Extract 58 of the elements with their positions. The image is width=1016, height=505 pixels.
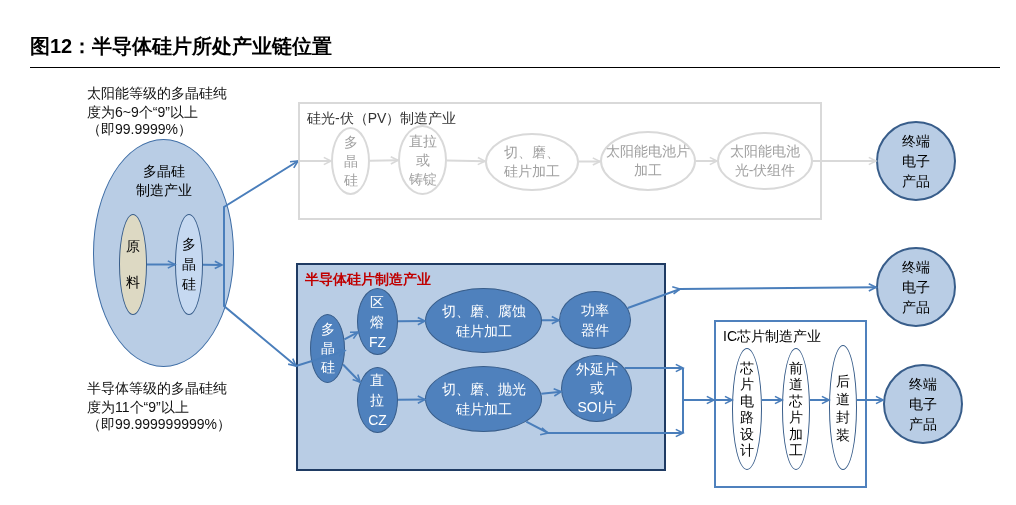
industry-panel <box>714 320 867 488</box>
industry-panel <box>298 102 822 220</box>
arrow <box>760 395 784 405</box>
arrow <box>812 156 877 166</box>
panel-title: 半导体硅片制造产业 <box>305 270 431 288</box>
node-label: 前道芯片加工 <box>789 359 803 459</box>
node-label: 外延片或SOI片 <box>575 360 618 417</box>
arrow <box>343 331 360 341</box>
node-label: 芯片电路设计 <box>740 359 754 459</box>
node-label: 太阳能电池片加工 <box>606 142 690 180</box>
arrow <box>297 156 332 166</box>
node-label: 切、磨、腐蚀硅片加工 <box>441 301 526 341</box>
diagram-title: 图12：半导体硅片所处产业链位置 <box>30 34 333 58</box>
node-label: 原料 <box>125 237 140 292</box>
node-label: 多晶硅 <box>320 320 335 377</box>
node-title: 多晶硅制造产业 <box>135 162 192 200</box>
arrow <box>695 156 718 166</box>
panel-title: 硅光-伏（PV）制造产业 <box>307 109 457 127</box>
arrow <box>397 395 426 405</box>
node-label: 太阳能电池光-伏组件 <box>730 142 800 180</box>
arrow <box>808 395 831 405</box>
arrow <box>623 363 684 373</box>
arrow <box>202 260 223 270</box>
node-label: 多晶硅 <box>181 235 196 294</box>
arrow <box>855 395 885 405</box>
node-label: 直拉或铸锭 <box>408 131 437 189</box>
node-label: 直拉CZ <box>368 371 387 430</box>
arrow <box>295 348 346 367</box>
arrow <box>578 157 601 166</box>
node-label: 多晶硅 <box>343 132 358 190</box>
arrow <box>446 156 486 166</box>
arrow <box>626 283 878 310</box>
arrow <box>525 420 685 438</box>
arrow <box>223 264 297 367</box>
annotation-text: 太阳能等级的多晶硅纯度为6~9个“9”以上 <box>87 84 228 122</box>
node-label: 终端电子产品 <box>909 375 937 434</box>
annotation-text: 半导体等级的多晶硅纯度为11个“9”以上 <box>87 379 228 417</box>
process-ellipse <box>559 291 631 349</box>
arrow <box>397 316 426 326</box>
arrow <box>541 315 560 325</box>
arrow <box>682 367 715 434</box>
panel-title: IC芯片制造产业 <box>723 327 821 345</box>
node-label: 终端电子产品 <box>902 258 930 317</box>
node-label: 功率器件 <box>581 301 609 340</box>
arrow <box>540 388 563 397</box>
industry-panel <box>296 263 666 471</box>
annotation-text: （即99.9999%） <box>87 120 193 139</box>
arrow <box>369 156 399 165</box>
arrow <box>223 160 299 266</box>
node-label: 终端电子产品 <box>902 132 930 191</box>
node-label: 切、磨、硅片加工 <box>504 143 560 181</box>
node-label: 切、磨、抛光硅片加工 <box>441 380 526 419</box>
arrow <box>713 395 734 405</box>
arrow <box>146 260 176 269</box>
annotation-text: （即99.999999999%） <box>87 415 231 434</box>
node-label: 区熔FZ <box>368 292 387 352</box>
arrow <box>342 363 362 384</box>
node-label: 后道封装 <box>836 371 850 444</box>
